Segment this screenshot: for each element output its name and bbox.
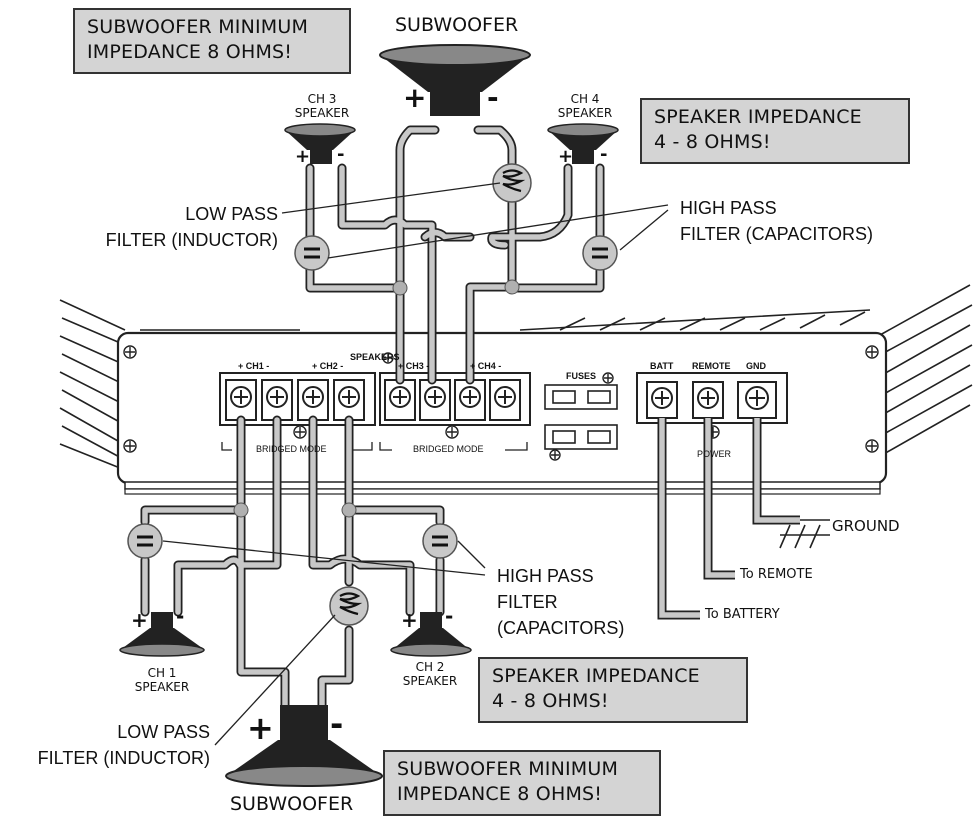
capacitor-icons	[127, 235, 618, 559]
top-subwoofer-label: SUBWOOFER	[395, 14, 519, 36]
ch1-plus: +	[131, 608, 148, 632]
ch2-terminal-label: + CH2 -	[312, 361, 344, 371]
inductor-icons	[329, 163, 532, 626]
top-sub-plus: +	[403, 81, 427, 114]
to-battery-label: To BATTERY	[705, 607, 780, 622]
batt-label: BATT	[650, 361, 674, 371]
ch4-minus: -	[600, 144, 608, 165]
power-wires	[657, 418, 800, 620]
gnd-label: GND	[746, 361, 766, 371]
bridged-brackets	[221, 442, 528, 451]
speakers-label: SPEAKERS	[350, 352, 400, 362]
note-bottom-speaker-impedance: SPEAKER IMPEDANCE 4 - 8 OHMS!	[478, 657, 748, 723]
junction-dots	[233, 279, 520, 518]
ch4-plus: +	[558, 146, 574, 167]
high-pass-filter-top-label: HIGH PASS FILTER (CAPACITORS)	[680, 198, 874, 244]
screw-icons	[123, 345, 879, 461]
power-label: POWER	[697, 449, 732, 459]
to-remote-label: To REMOTE	[740, 567, 813, 582]
ground-symbol-icon	[779, 519, 830, 549]
ch1-minus: -	[176, 604, 185, 628]
bridged-mode-label-1: BRIDGED MODE	[256, 444, 327, 454]
ground-label: GROUND	[832, 517, 900, 535]
fuse-holders	[544, 384, 618, 450]
heatsink-fins	[59, 284, 973, 471]
ch1-terminal-label: + CH1 -	[238, 361, 270, 371]
low-pass-filter-bottom-label: LOW PASS FILTER (INDUCTOR)	[37, 722, 210, 768]
bottom-wires	[140, 415, 445, 710]
note-top-speaker-impedance: SPEAKER IMPEDANCE 4 - 8 OHMS!	[640, 98, 910, 164]
terminal-block-power	[636, 372, 788, 424]
high-pass-filter-bottom-label: HIGH PASS FILTER (CAPACITORS)	[497, 566, 625, 638]
ch3-speaker-icon	[284, 123, 356, 164]
remote-label: REMOTE	[692, 361, 731, 371]
ch3-plus: +	[295, 146, 311, 167]
ch2-minus: -	[445, 604, 454, 628]
leader-lines	[162, 182, 669, 746]
note-bottom-subwoofer-impedance: SUBWOOFER MINIMUM IMPEDANCE 8 OHMS!	[383, 750, 661, 816]
bridged-mode-label-2: BRIDGED MODE	[413, 444, 484, 454]
top-wires	[305, 125, 605, 385]
note-top-subwoofer-impedance: SUBWOOFER MINIMUM IMPEDANCE 8 OHMS!	[73, 8, 351, 74]
bottom-subwoofer-icon	[225, 705, 383, 787]
terminal-block-ch34	[379, 372, 531, 426]
low-pass-filter-top-label: LOW PASS FILTER (INDUCTOR)	[105, 204, 278, 250]
top-subwoofer-icon	[379, 44, 531, 116]
fuses-label: FUSES	[566, 371, 597, 381]
bottom-sub-plus: +	[247, 709, 274, 747]
ch2-plus: +	[401, 608, 418, 632]
ch2-speaker-icon	[390, 612, 472, 657]
ch4-speaker-icon	[547, 123, 619, 164]
ch3-minus: -	[337, 144, 345, 165]
bottom-sub-minus: -	[330, 705, 344, 743]
ch4-terminal-label: + CH4 -	[470, 361, 502, 371]
bottom-subwoofer-label: SUBWOOFER	[230, 793, 354, 815]
top-sub-minus: -	[487, 81, 499, 114]
ch1-speaker-icon	[119, 612, 205, 657]
ch3-terminal-label: + CH3 -	[398, 361, 430, 371]
